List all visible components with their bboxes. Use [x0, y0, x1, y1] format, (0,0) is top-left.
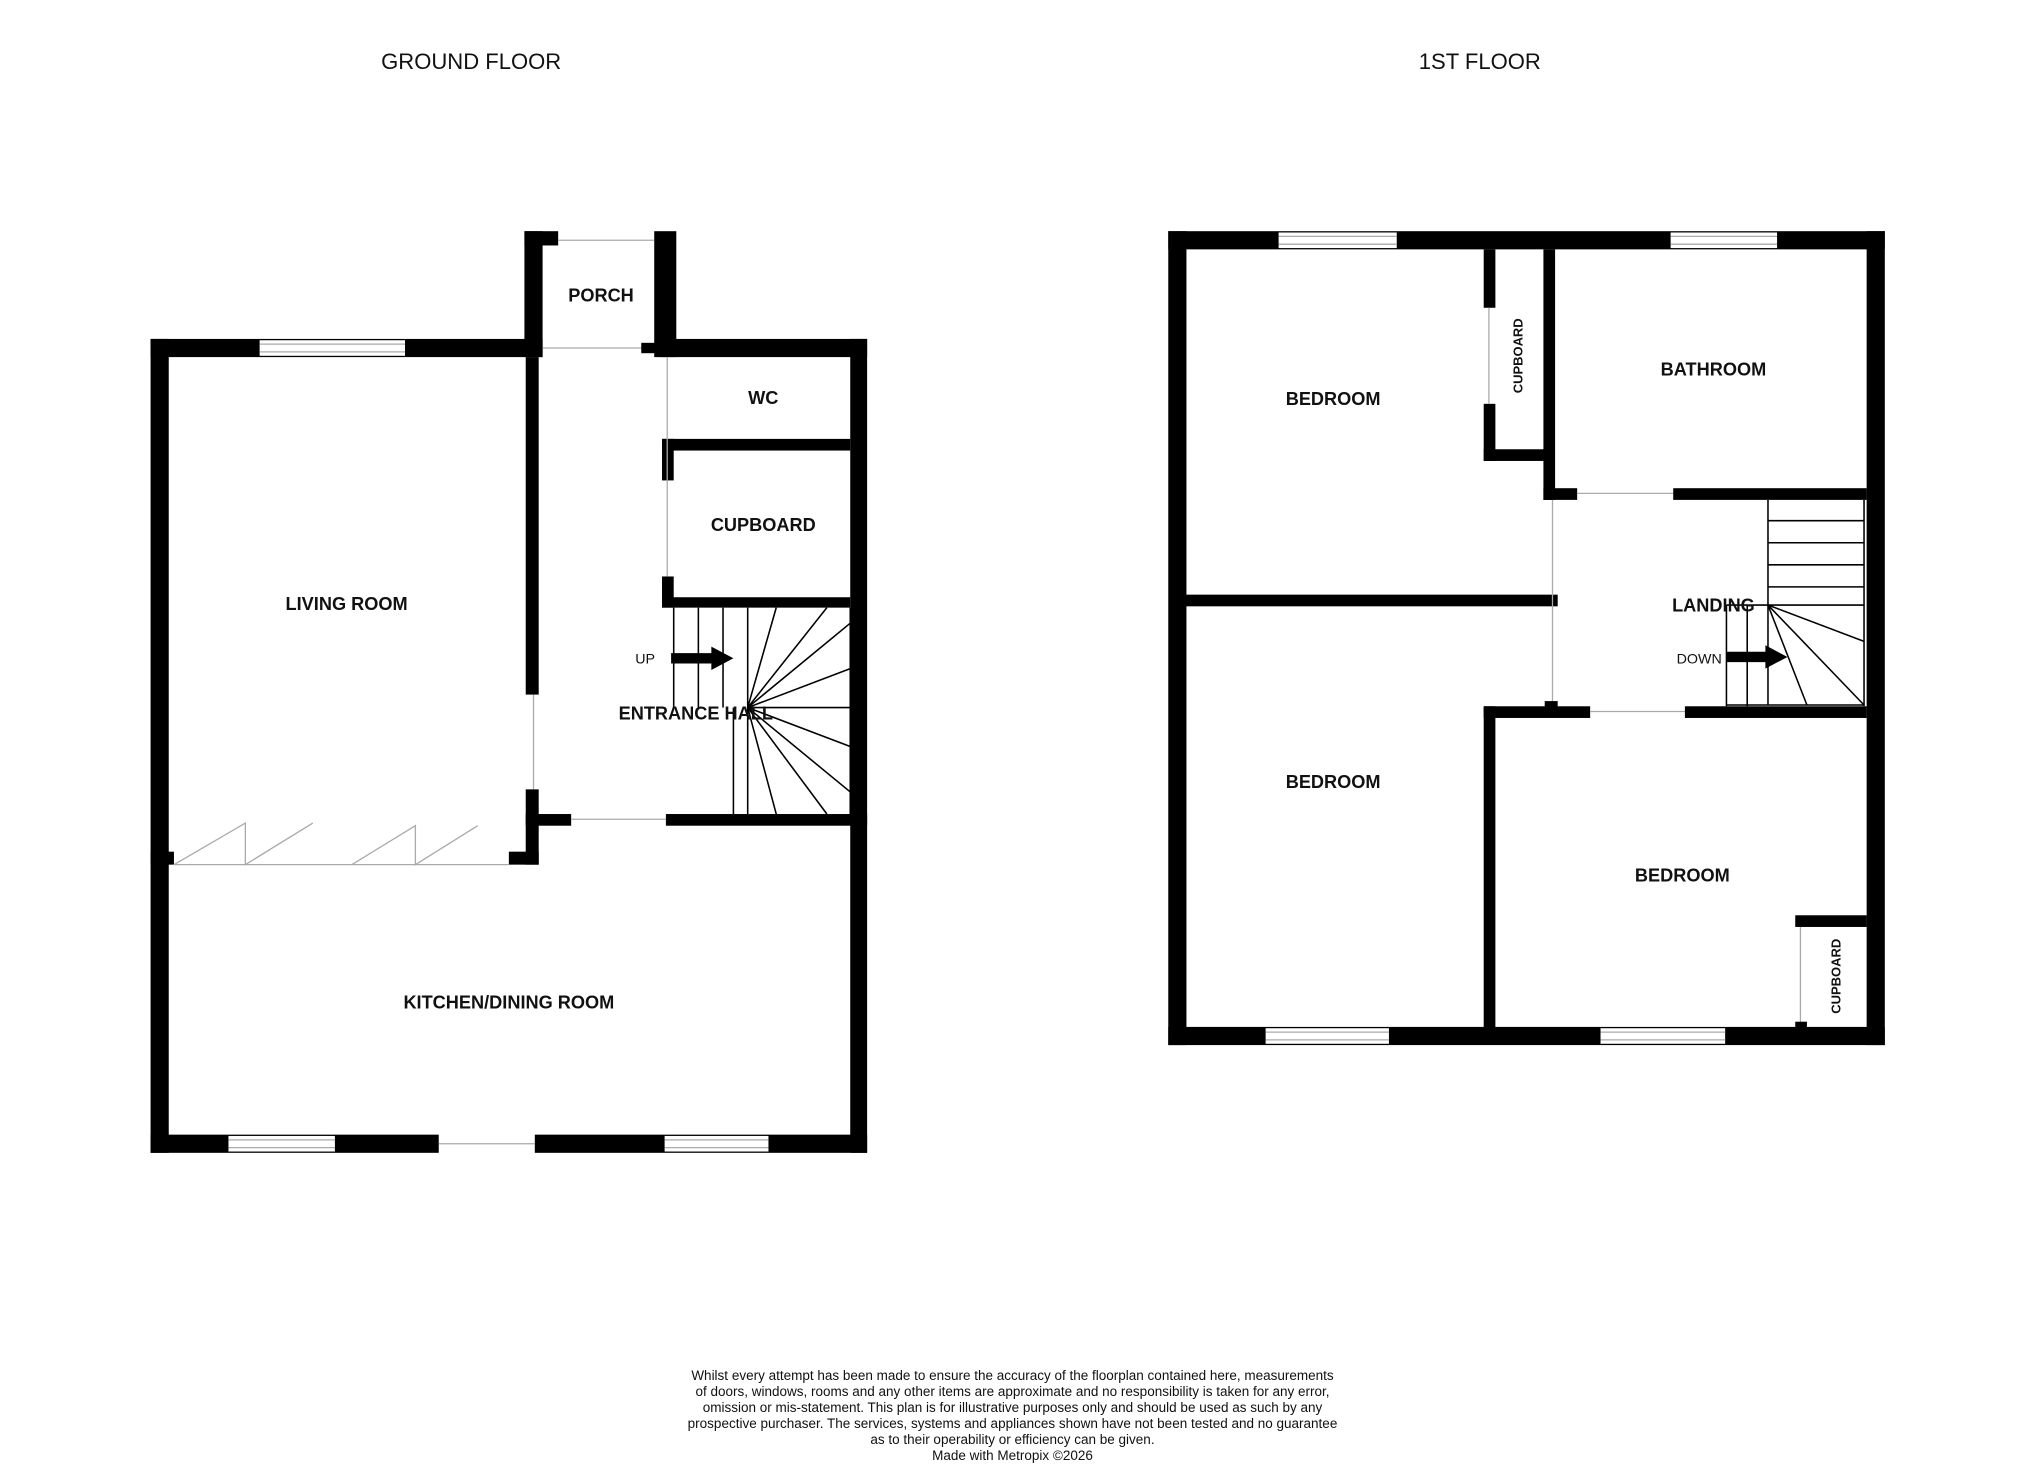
disclaimer-line: of doors, windows, rooms and any other i… [695, 1384, 1330, 1399]
stairs-up-label: UP [635, 651, 655, 667]
wall [1866, 231, 1885, 1046]
wall [641, 342, 663, 354]
window [1600, 1028, 1726, 1044]
room-label-wc: WC [748, 388, 778, 408]
staircase [1725, 499, 1865, 707]
wall [1544, 701, 1558, 709]
room-label-cupboard: CUPBOARD [711, 515, 816, 535]
wall [525, 789, 539, 865]
room-label-bedroom: BEDROOM [1286, 389, 1381, 409]
wall [1185, 594, 1558, 607]
stairs-down-label: DOWN [1677, 651, 1722, 667]
ground-floor-title: GROUND FLOOR [381, 49, 561, 74]
arrow-right-icon [671, 646, 734, 670]
wall [1795, 1021, 1807, 1029]
room-label-entrance-hall: ENTRANCE HALL [619, 703, 773, 723]
room-label-bedroom: BEDROOM [1286, 772, 1381, 792]
wall [1795, 915, 1867, 927]
wall [525, 357, 539, 695]
wall [150, 338, 169, 1153]
credit-line: Made with Metropix ©2026 [932, 1448, 1093, 1463]
wall [659, 338, 868, 358]
disclaimer: Whilst every attempt has been made to en… [0, 1368, 2025, 1464]
wall [1483, 706, 1591, 718]
room-label-bathroom: BATHROOM [1661, 359, 1767, 379]
wall [662, 597, 851, 608]
wall [662, 438, 851, 451]
staircase [671, 607, 852, 815]
room-label-porch: PORCH [568, 285, 634, 305]
window [664, 1135, 769, 1152]
disclaimer-line: prospective purchaser. The services, sys… [687, 1416, 1338, 1431]
wall [1168, 231, 1885, 250]
first-floor-title: 1ST FLOOR [1419, 49, 1541, 74]
wall [525, 814, 572, 826]
wall [150, 851, 174, 865]
room-label-landing: LANDING [1672, 596, 1755, 616]
wall [1168, 231, 1187, 1046]
window [1670, 232, 1778, 249]
room-label-kitchen-dining: KITCHEN/DINING ROOM [403, 993, 614, 1013]
wall [1483, 449, 1549, 461]
arrow-right-icon [1726, 645, 1788, 669]
first-floor-plan: DOWN BEDROOM CUPBOARD BATHROOM LANDING B… [1168, 231, 1885, 1046]
bifold-door [173, 821, 509, 866]
window [1278, 232, 1397, 249]
wall [654, 231, 677, 358]
disclaimer-line: omission or mis-statement. This plan is … [702, 1400, 1323, 1415]
room-label-living-room: LIVING ROOM [286, 594, 408, 614]
room-label-cupboard: CUPBOARD [1511, 318, 1526, 393]
window [259, 340, 405, 356]
wall [1483, 706, 1496, 1031]
room-label-cupboard: CUPBOARD [1829, 939, 1844, 1014]
disclaimer-line: Whilst every attempt has been made to en… [691, 1368, 1334, 1383]
wall [1543, 249, 1556, 500]
ground-floor-plan: UP PORCH WC CUPBOARD LIVING ROOM ENTRANC… [150, 231, 868, 1153]
window [1265, 1028, 1389, 1044]
wall [665, 814, 868, 826]
wall [662, 576, 674, 608]
disclaimer-line: as to their operability or efficiency ca… [870, 1432, 1155, 1447]
wall [1673, 488, 1867, 500]
room-label-bedroom: BEDROOM [1635, 866, 1730, 886]
wall [508, 851, 539, 865]
wall [1684, 706, 1867, 718]
wall [524, 231, 543, 358]
wall [1543, 488, 1578, 500]
wall [1483, 403, 1496, 461]
wall [1483, 249, 1496, 308]
wall [850, 338, 868, 1153]
wall [524, 231, 559, 246]
window [228, 1135, 335, 1152]
